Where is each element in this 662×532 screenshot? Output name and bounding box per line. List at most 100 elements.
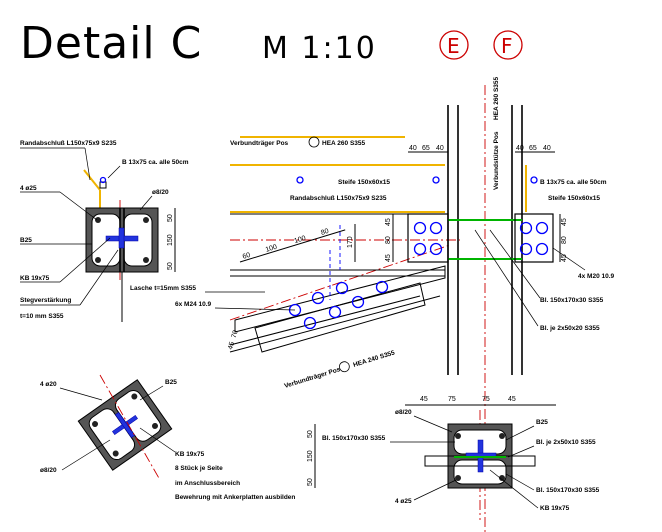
diag-beam-label-text: Verbundträger Pos xyxy=(284,366,342,390)
four-phi25-label: 4 ø25 xyxy=(20,185,37,192)
bottom-dim-3: 75 xyxy=(482,396,490,403)
phi8-section-label: ø8/20 xyxy=(40,467,57,474)
b25-bottom-label: B25 xyxy=(536,419,548,426)
bolt-l2 xyxy=(429,221,443,235)
left-dim-1: 50 xyxy=(167,214,174,222)
axis-marker-e: E xyxy=(439,30,469,60)
bottom-left-dim-1: 50 xyxy=(307,430,314,438)
mid-dim-2: 80 xyxy=(385,236,392,244)
column-label-text: Verbundstütze Pos xyxy=(493,131,500,190)
steife-right-label: Steife 150x60x15 xyxy=(548,195,600,202)
bottom-dim-2: 75 xyxy=(448,396,456,403)
leader-bl-je xyxy=(474,229,539,327)
axis-label-f: F xyxy=(501,34,513,58)
beam-top-profile: HEA 260 S355 xyxy=(322,140,366,147)
four-phi20-label: 4 ø20 xyxy=(40,381,57,388)
leader-b25-bottom xyxy=(505,425,535,441)
top-left-dim-3: 40 xyxy=(436,145,444,152)
section-left xyxy=(83,169,159,322)
section-rotated xyxy=(77,379,173,471)
beam-dim-3: 100 xyxy=(293,235,306,245)
bottom-dim-1: 45 xyxy=(420,396,428,403)
right-plate-dims: 45 80 45 xyxy=(559,214,568,262)
axis-label-e: E xyxy=(447,34,460,58)
bolt-l3 xyxy=(413,242,427,256)
bl-bottom-2-label: Bl. 150x170x30 S355 xyxy=(536,487,600,494)
leader-steg-2 xyxy=(79,249,119,306)
kb-section-label: KB 19x75 xyxy=(175,451,205,458)
leader-bl-bottom-2 xyxy=(505,473,535,491)
six-m24-label: 6x M24 10.9 xyxy=(175,301,212,308)
top-left-dims: 40 65 40 xyxy=(408,145,448,153)
diag-web-line xyxy=(229,295,421,346)
bolt-marker-c xyxy=(530,176,538,184)
leader-4phi25-2 xyxy=(59,191,98,221)
four-phi25-bottom-label: 4 ø25 xyxy=(395,498,412,505)
end-plate-left-rect xyxy=(407,213,449,263)
beam-dim-2: 100 xyxy=(265,244,278,254)
diag-beam-label: Verbundträger Pos HEA 240 S355 xyxy=(284,349,397,390)
top-right-dim-1: 40 xyxy=(516,145,524,152)
rebar-4 xyxy=(143,257,149,263)
rebar-rot-1 xyxy=(92,421,99,428)
bolt-top-right-label: B 13x75 ca. alle 50cm xyxy=(540,179,607,186)
diag-left-dims: 45 70 xyxy=(227,330,240,351)
beam-diag-dim-line xyxy=(239,229,346,263)
leader-4phi20 xyxy=(59,387,103,401)
right-dim-1: 45 xyxy=(561,218,568,226)
leader-4m20 xyxy=(552,247,586,271)
note-1: 8 Stück je Seite xyxy=(175,465,223,472)
dim-170: 170 xyxy=(347,236,354,248)
top-left-dim-1: 40 xyxy=(409,145,417,152)
rebar-3 xyxy=(95,257,101,263)
rebar-b4 xyxy=(499,475,505,481)
leader-4phi25-bottom xyxy=(413,479,457,501)
axis-marker-f: F xyxy=(493,30,523,60)
diag-flange-bottom xyxy=(229,295,441,353)
beam-dim-4: 80 xyxy=(320,228,330,237)
composite-beam-diagonal xyxy=(229,250,446,353)
left-dim-2: 150 xyxy=(167,234,174,246)
bolt-d7 xyxy=(375,280,389,294)
b25-left-label: B25 xyxy=(20,237,32,244)
bl-je-label: Bl. je 2x50x20 S355 xyxy=(540,325,600,332)
bolt-r1 xyxy=(519,221,533,235)
kb-left-label: KB 19x75 xyxy=(20,275,50,282)
bolt-marker-b xyxy=(432,176,440,184)
drawing-title: Detail C xyxy=(20,18,202,69)
leader-bl150 xyxy=(489,229,541,299)
phi8-top-label: ø8/20 xyxy=(152,189,169,196)
diag-flange-top xyxy=(234,265,446,333)
end-plate-right-rect xyxy=(514,213,554,263)
rebar-rot-4 xyxy=(151,422,158,429)
pos-marker-diag xyxy=(338,361,350,373)
diag-beam-label-profile: HEA 240 S355 xyxy=(352,349,396,368)
bolt-marker-a xyxy=(296,176,304,184)
top-right-dims: 40 65 40 xyxy=(515,145,555,153)
column-label-profile: HEA 260 S355 xyxy=(493,76,500,120)
bolt-r4 xyxy=(535,242,549,256)
rebar-2 xyxy=(143,217,149,223)
leader-m24 xyxy=(214,307,296,311)
randabschluss-mid-label: Randabschluß L150x75x9 S235 xyxy=(290,195,387,202)
kb-bottom-label: KB 19x75 xyxy=(540,505,570,512)
bolt-l1 xyxy=(413,221,427,235)
right-dim-2: 80 xyxy=(561,236,568,244)
leader-kb-2 xyxy=(59,237,111,283)
leader-kb-bottom xyxy=(489,469,539,509)
rebar-1 xyxy=(95,217,101,223)
bottom-left-dim-3: 50 xyxy=(307,478,314,486)
section-bottom: 45 75 75 45 xyxy=(405,396,556,489)
leader-randabschluss-2 xyxy=(84,147,91,181)
bolt-l4 xyxy=(429,242,443,256)
diag-dim-1: 45 xyxy=(227,341,236,351)
section-left-yellow xyxy=(83,169,101,191)
composite-column xyxy=(447,105,523,375)
rebar-b2 xyxy=(499,433,505,439)
bolt-b13 xyxy=(99,176,107,184)
stegverstaerkung-label: Stegverstärkung xyxy=(20,297,71,304)
bl-bottom-1-label: Bl. 150x170x30 S355 xyxy=(322,435,386,442)
b25-section-label: B25 xyxy=(165,379,177,386)
mid-dim-1: 45 xyxy=(385,218,392,226)
